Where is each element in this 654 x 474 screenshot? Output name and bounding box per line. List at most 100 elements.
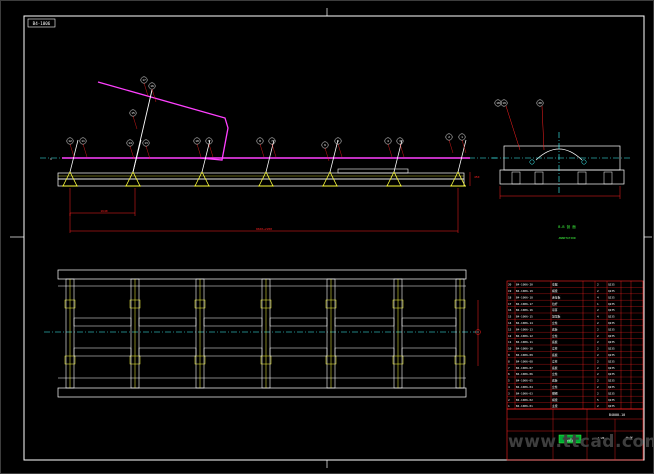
support-post-3 — [194, 139, 211, 187]
drawing-number: B4000-10 — [609, 413, 625, 417]
side-foot-2 — [534, 171, 544, 185]
bom-cell-name: 立柱 — [552, 334, 558, 338]
crossmember-clip-top — [392, 299, 404, 309]
bom-cell-qty: 2 — [597, 404, 599, 408]
plan-crossmember-3 — [194, 278, 206, 389]
crossmember-clip-bottom — [260, 355, 272, 365]
bom-cell-code: B4-1006-05 — [516, 379, 533, 383]
support-rod — [69, 139, 79, 173]
plan-stringer-top — [73, 317, 132, 327]
support-rod — [457, 139, 467, 173]
tall-strut — [132, 89, 153, 173]
leader-line — [143, 82, 149, 97]
bom-cell-name: 加强板 — [552, 315, 561, 319]
balloon-elev-5: 5 — [334, 137, 342, 145]
balloon-elev-13: 13 — [142, 139, 150, 147]
bom-cell-name: 支腿 — [552, 283, 558, 287]
bom-cell-code: B4-1006-19 — [516, 289, 533, 293]
plan-stringer-top — [138, 317, 197, 327]
magenta-pipe-bend — [97, 81, 229, 161]
bom-cell-code: B4-1006-02 — [516, 398, 533, 402]
bom-cell-no: 19 — [508, 289, 512, 293]
bom-cell-code: B4-1006-01 — [516, 404, 533, 408]
bom-cell-name: 底板 — [552, 327, 558, 331]
plan-crossmember-2 — [129, 278, 141, 389]
bom-cell-qty: 2 — [597, 340, 599, 344]
title-block-border — [506, 408, 644, 461]
balloon-number: 13 — [144, 141, 148, 145]
balloon-elev-14: 14 — [126, 139, 134, 147]
plan-rail-top — [57, 269, 467, 280]
balloon-circle — [494, 99, 502, 107]
leader-line — [271, 143, 277, 158]
balloon-elev-4: 4 — [384, 137, 392, 145]
support-rod — [265, 139, 275, 173]
plan-crossmember-4 — [260, 278, 272, 389]
bom-cell-mat: Q235 — [608, 283, 615, 287]
balloon-number: 1 — [461, 135, 463, 139]
bom-cell-mat: Q235 — [608, 398, 615, 402]
crossmember-clip-bottom — [392, 355, 404, 365]
section-title: B-B 剖 面 — [558, 224, 576, 229]
bom-cell-no: 9 — [508, 353, 510, 357]
bom-cell-mat: Q235 — [608, 359, 615, 363]
leader-line — [69, 143, 75, 158]
bom-cell-code: B4-1006-12 — [516, 334, 533, 338]
bom-cell-qty: 2 — [597, 385, 599, 389]
crossmember-clip-top — [194, 299, 206, 309]
crossmember-clip-bottom — [194, 355, 206, 365]
bom-cell-mat: Q235 — [608, 321, 615, 325]
leader-line — [208, 143, 214, 158]
bom-cell-code: B4-1006-09 — [516, 353, 533, 357]
balloon-elev-2: 2 — [445, 133, 453, 141]
bom-cell-mat: Q235 — [608, 289, 615, 293]
plan-stringer-top — [334, 317, 395, 327]
balloon-number: 16 — [150, 84, 154, 88]
border-frame — [23, 15, 645, 461]
crossmember-clip-bottom — [64, 355, 76, 365]
crossmember-clip-top — [454, 299, 466, 309]
side-foot-3 — [577, 171, 587, 185]
plan-stringer-top — [269, 317, 328, 327]
bom-cell-no: 10 — [508, 347, 512, 351]
balloon-number: 3 — [399, 139, 401, 143]
bom-cell-code: B4-1006-18 — [516, 295, 533, 299]
bom-cell-code: B4-1006-08 — [516, 359, 533, 363]
leader-line — [129, 145, 135, 160]
bom-cell-mat: Q235 — [608, 302, 615, 306]
bom-cell-no: 11 — [508, 340, 512, 344]
support-rod — [201, 139, 211, 173]
bom-cell-name: 主梁 — [552, 404, 558, 408]
plan-stringer-top — [203, 317, 263, 327]
bom-cell-code: B4-1006-17 — [516, 302, 533, 306]
balloon-elev-1: 1 — [458, 133, 466, 141]
balloon-number: 8 — [259, 139, 261, 143]
bom-cell-no: 20 — [508, 283, 512, 287]
bolt-hole-right — [581, 159, 587, 165]
bom-cell-mat: Q235 — [608, 372, 615, 376]
drawing-scale: 1:20 — [598, 436, 605, 440]
balloon-number: 20 — [538, 101, 542, 105]
bom-cell-qty: 2 — [597, 372, 599, 376]
bom-cell-qty: 2 — [597, 308, 599, 312]
sheet-tag-box: B4-1006 — [27, 18, 56, 28]
bom-cell-no: 6 — [508, 372, 510, 376]
bom-cell-qty: 2 — [597, 359, 599, 363]
plan-stringer-bottom — [203, 347, 263, 357]
bom-cell-no: 7 — [508, 366, 510, 370]
bom-cell-name: 立柱 — [552, 347, 558, 351]
balloon-elev-3: 3 — [396, 137, 404, 145]
bom-cell-mat: Q235 — [608, 334, 615, 338]
side-base — [499, 169, 625, 185]
bom-cell-mat: Q235 — [608, 391, 615, 395]
